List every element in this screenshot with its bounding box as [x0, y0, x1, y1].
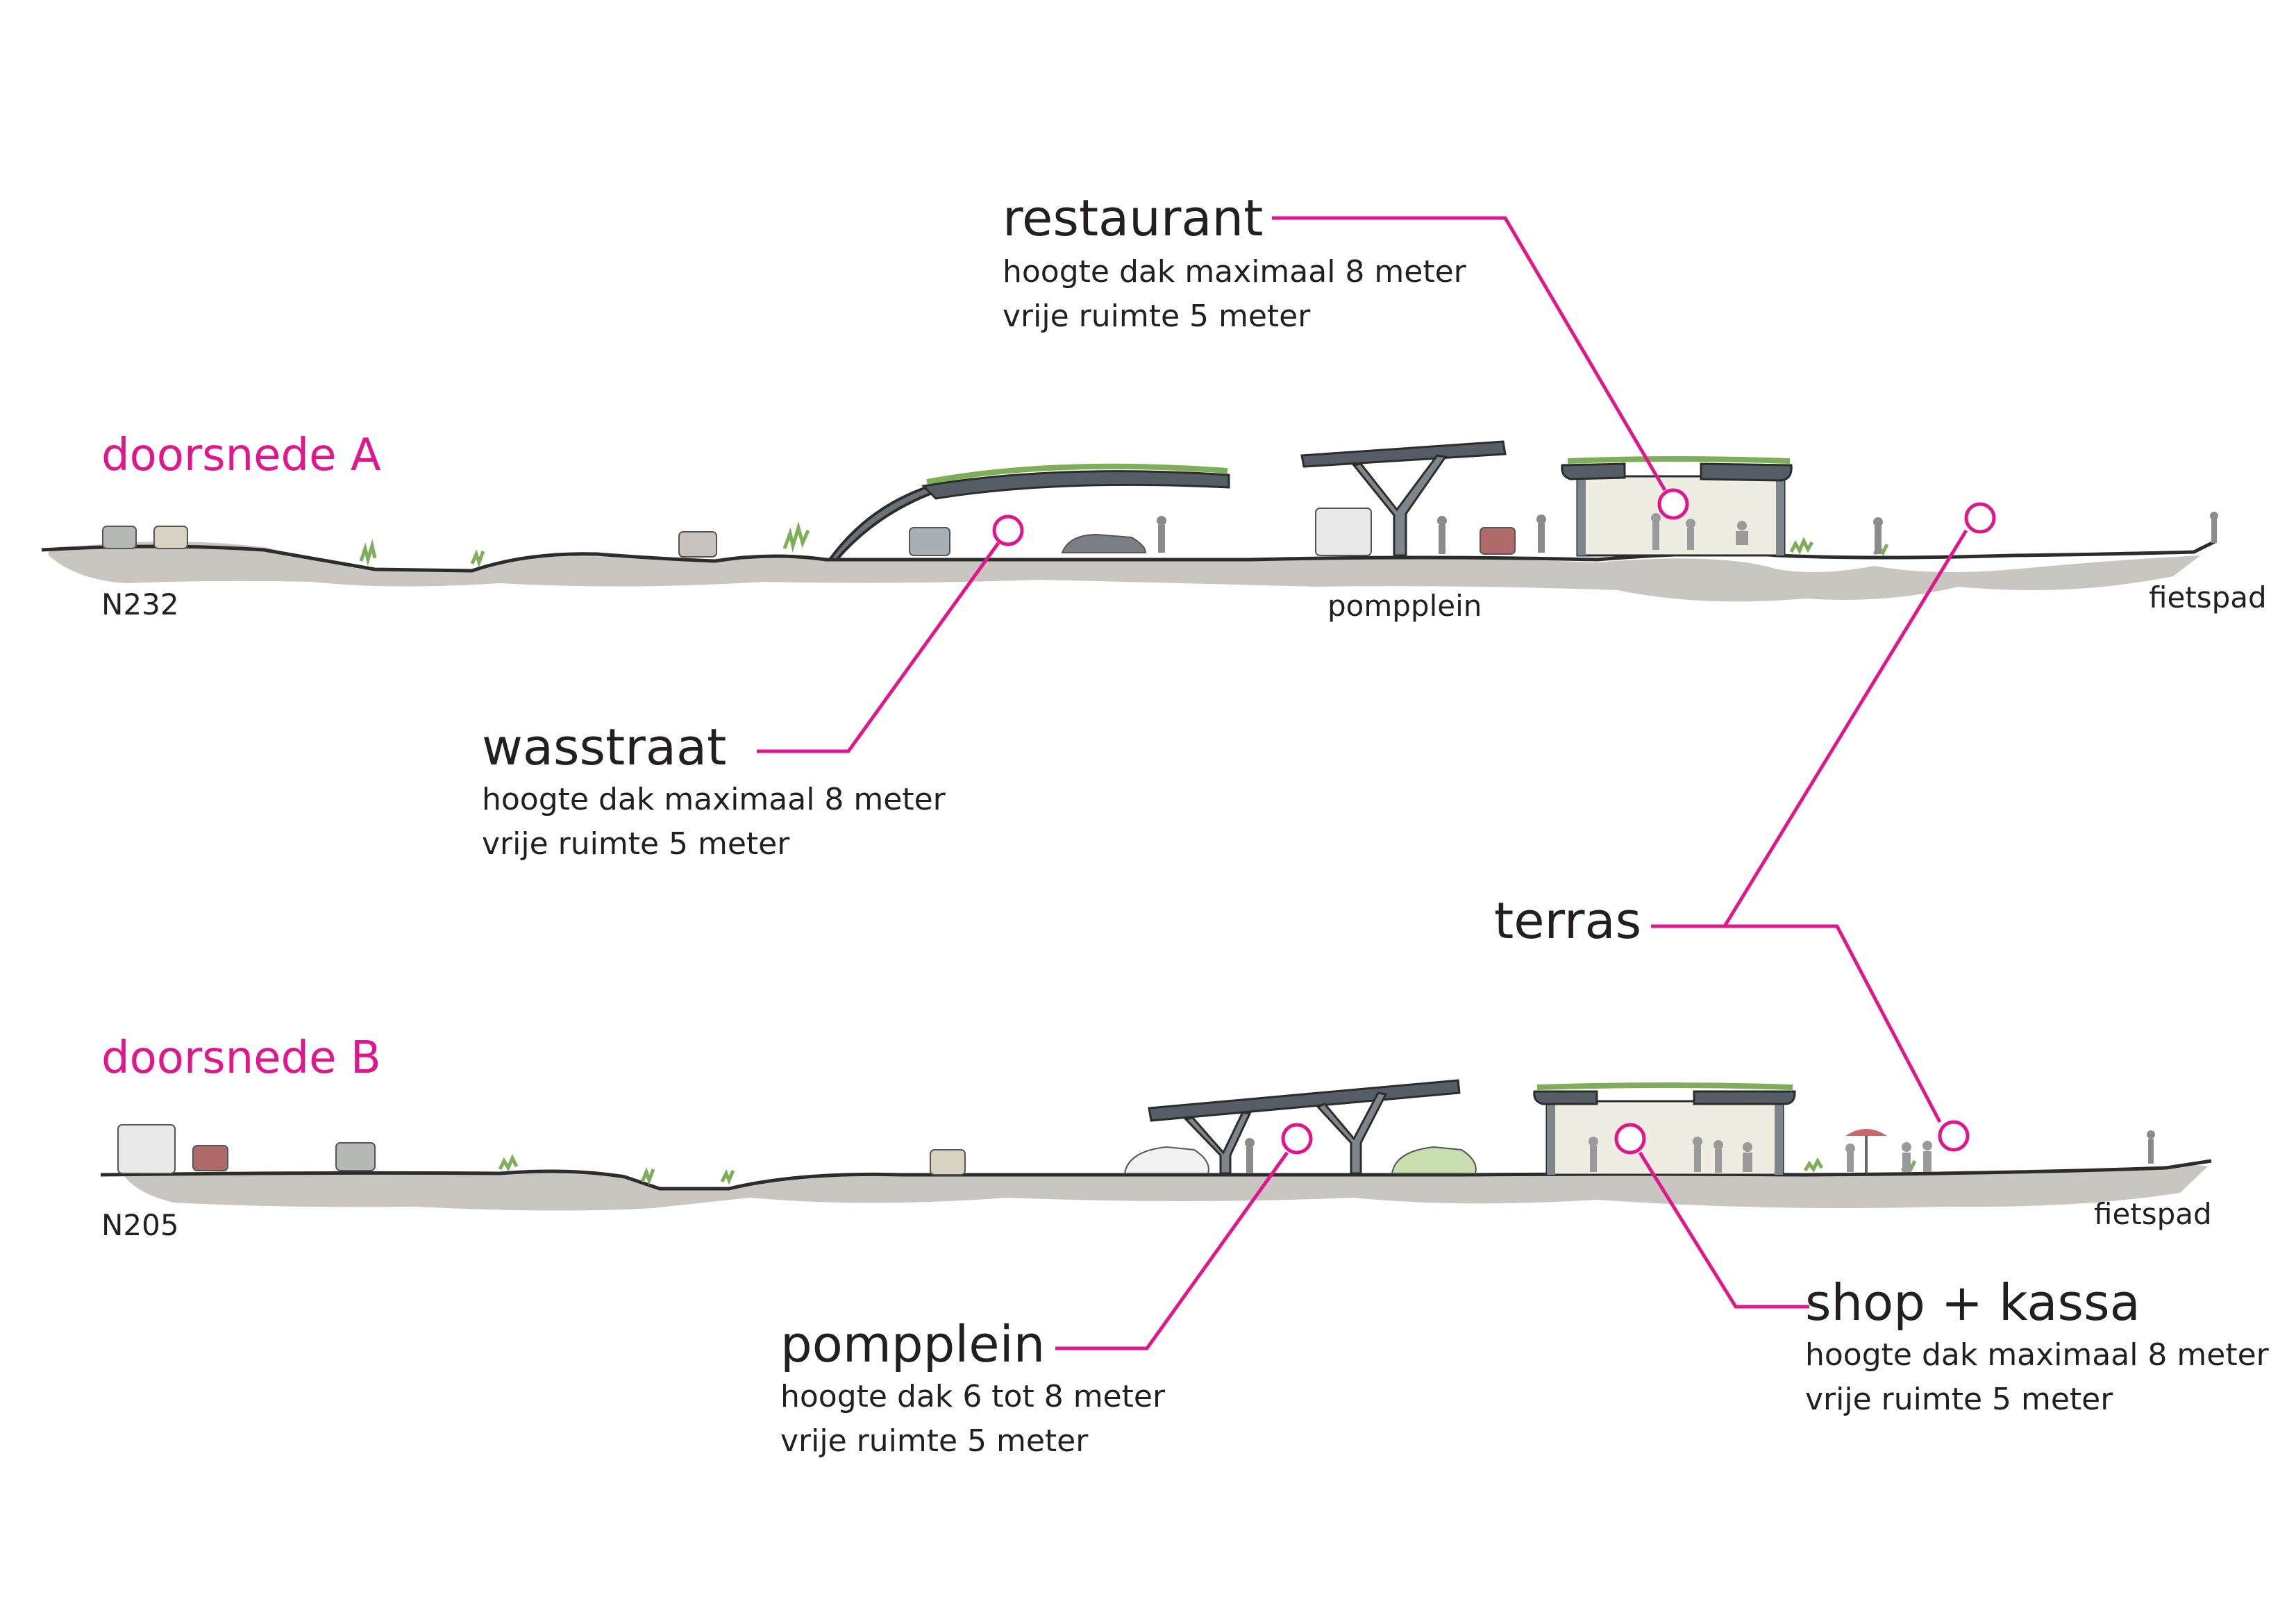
callout-restaurant-line2: vrije ruimte 5 meter	[1003, 299, 1311, 334]
section-b-road-label: N205	[101, 1208, 179, 1242]
umbrella-icon	[1845, 1129, 1887, 1136]
canopy-b-column-1	[1184, 1111, 1252, 1175]
callout-line-restaurant	[1272, 216, 1667, 492]
callout-pompplein-title: pompplein	[780, 1315, 1046, 1373]
shop-people	[1589, 1137, 1752, 1173]
wasstraat-structure	[827, 463, 1230, 561]
callout-lines	[757, 216, 1996, 1350]
callout-dot-pompplein	[1281, 1123, 1313, 1155]
section-a-title: doorsnede A	[101, 430, 381, 481]
shop-roof-left	[1533, 1090, 1598, 1105]
callout-line-wasstraat	[757, 542, 1000, 753]
car-icon	[930, 1149, 966, 1175]
car-icon	[102, 526, 137, 549]
callout-line-pompplein	[1055, 1151, 1289, 1350]
section-b-ground	[125, 1165, 2208, 1211]
section-a-pump-canopy	[1300, 440, 1507, 557]
car-icon	[1391, 1146, 1477, 1174]
section-b	[100, 1079, 2212, 1211]
callout-line-shop	[1638, 1151, 1809, 1309]
sports-car-icon	[1061, 533, 1147, 553]
section-b-bike-label: fietspad	[2094, 1197, 2212, 1231]
section-b-pump-canopy	[1148, 1079, 1461, 1175]
section-a-vehicles	[102, 508, 1516, 558]
car-icon	[1123, 1146, 1209, 1174]
section-b-title: doorsnede B	[101, 1032, 381, 1084]
shop-green-roof	[1536, 1082, 1793, 1090]
callout-line-terras-a	[1723, 529, 1968, 928]
restaurant-roof-right	[1700, 462, 1793, 482]
canopy-b-column-2	[1316, 1091, 1388, 1175]
shop-building	[1533, 1082, 1796, 1176]
shop-roof-right	[1693, 1090, 1796, 1105]
canopy-b-roof	[1148, 1079, 1461, 1122]
section-b-people	[1245, 1130, 2155, 1173]
restaurant-green-roof	[1567, 456, 1791, 464]
callout-dot-terras-a	[1964, 502, 1996, 534]
callout-dot-wasstraat	[992, 514, 1024, 546]
section-a-ground-line	[41, 539, 2216, 573]
section-a-bike-label: fietspad	[2149, 580, 2267, 614]
canopy-a-roof	[1300, 440, 1507, 468]
restaurant-people	[1651, 513, 1748, 550]
section-a-pump-label: pompplein	[1327, 589, 1482, 623]
callout-wasstraat-line2: vrije ruimte 5 meter	[482, 826, 790, 862]
callout-wasstraat-line1: hoogte dak maximaal 8 meter	[482, 782, 946, 817]
section-a-ground	[49, 541, 2208, 602]
callout-dot-terras-b	[1938, 1120, 1970, 1152]
callout-shop-title: shop + kassa	[1805, 1273, 2140, 1332]
car-icon	[678, 531, 717, 558]
car-icon	[909, 527, 950, 556]
car-icon	[1480, 527, 1516, 555]
section-b-vehicles	[117, 1124, 1477, 1175]
section-a-people	[1157, 512, 2218, 554]
wasstraat-roof	[921, 470, 1230, 500]
restaurant-roof-left	[1561, 462, 1626, 480]
callout-shop-line2: vrije ruimte 5 meter	[1805, 1382, 2113, 1417]
callout-pompplein-line1: hoogte dak 6 tot 8 meter	[780, 1379, 1166, 1414]
callout-dot-shop	[1614, 1123, 1646, 1155]
callout-line-terras	[1651, 924, 1942, 1123]
car-icon	[335, 1142, 376, 1171]
car-icon	[192, 1145, 228, 1171]
callout-wasstraat-title: wasstraat	[482, 718, 727, 776]
canopy-a-column	[1352, 454, 1448, 557]
section-b-ground-line	[100, 1159, 2212, 1191]
callout-shop-line1: hoogte dak maximaal 8 meter	[1805, 1337, 2269, 1373]
truck-icon	[117, 1124, 176, 1174]
car-icon	[153, 526, 188, 549]
wasstraat-green-roof	[926, 463, 1228, 485]
callout-restaurant-title: restaurant	[1003, 189, 1264, 247]
callout-pompplein-line2: vrije ruimte 5 meter	[780, 1423, 1089, 1459]
truck-icon	[1315, 508, 1372, 556]
callout-dot-restaurant	[1657, 488, 1689, 520]
callout-restaurant-line1: hoogte dak maximaal 8 meter	[1003, 254, 1466, 290]
section-a-road-label: N232	[101, 587, 179, 621]
terras-furniture	[1845, 1129, 1932, 1173]
callout-terras-title: terras	[1494, 891, 1642, 950]
